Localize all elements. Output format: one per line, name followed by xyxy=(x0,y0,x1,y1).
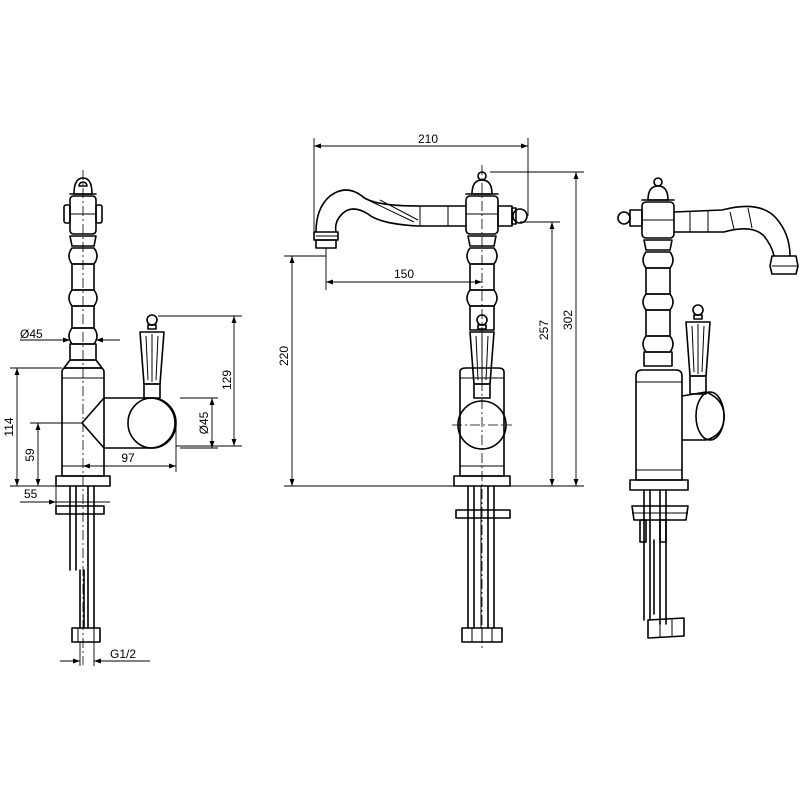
side-dim-114: 114 xyxy=(2,367,62,487)
front-dim-210: 210 xyxy=(313,132,529,232)
side-dim-97: 97 xyxy=(83,423,177,472)
side-dim-d45-handle: Ø45 xyxy=(180,397,218,449)
front-dim-150: 150 xyxy=(325,248,482,290)
dim-label-220: 220 xyxy=(277,346,291,366)
side-dim-55: 55 xyxy=(20,486,110,506)
side-handle-boss xyxy=(81,397,177,449)
front-spout xyxy=(313,189,467,249)
front-mounting-shank xyxy=(455,485,511,643)
dim-label-257: 257 xyxy=(537,320,551,340)
dim-label-302: 302 xyxy=(561,310,575,330)
front-dim-220: 220 xyxy=(277,255,454,487)
side-dim-thread: G1/2 xyxy=(60,642,150,666)
dim-label-d45-handle: Ø45 xyxy=(197,411,211,434)
dim-label-150: 150 xyxy=(394,267,414,281)
front-dim-257: 257 xyxy=(510,221,584,487)
dim-label-55: 55 xyxy=(24,487,38,501)
side-dim-129: 129 xyxy=(158,315,242,447)
dim-label-114: 114 xyxy=(2,417,16,436)
dim-label-d45-top: Ø45 xyxy=(20,327,43,341)
side-dim-d45-top: Ø45 xyxy=(20,327,120,343)
dim-label-thread: G1/2 xyxy=(110,647,136,661)
side-mounting-shank xyxy=(55,485,105,643)
dim-label-129: 129 xyxy=(220,370,234,390)
side-dim-59: 59 xyxy=(23,422,82,486)
front-dim-302: 302 xyxy=(490,171,584,486)
dim-label-97: 97 xyxy=(121,451,135,465)
perspective-view xyxy=(617,177,799,639)
side-view: Ø45 129 Ø45 114 59 97 xyxy=(2,170,242,666)
side-lever-handle xyxy=(139,314,165,399)
front-finial xyxy=(465,171,528,235)
dim-label-59: 59 xyxy=(23,448,37,462)
front-view: 210 150 220 257 302 xyxy=(277,132,584,650)
dim-label-210: 210 xyxy=(418,132,438,146)
